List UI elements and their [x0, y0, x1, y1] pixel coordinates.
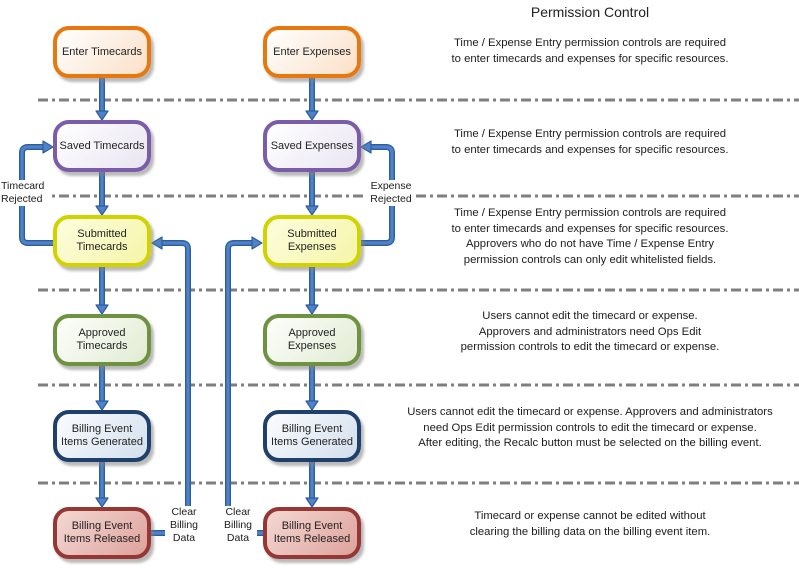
note-row-5: Users cannot edit the timecard or expens…: [407, 406, 773, 449]
edge-label-clear-billing-timecards: Clear Billing Data: [165, 506, 203, 545]
note-row-3: Time / Expense Entry permission controls…: [451, 207, 729, 266]
node-approved-expenses: Approved Expenses: [263, 314, 361, 366]
node-label: Billing Event Items Released: [273, 520, 351, 545]
edge-label-clear-billing-expenses: Clear Billing Data: [219, 506, 257, 545]
node-label: Billing Event Items Generated: [61, 423, 143, 448]
node-label: Submitted Timecards: [76, 228, 128, 253]
arrow-saved-to-submitted-expenses: [305, 169, 319, 216]
node-enter-timecards: Enter Timecards: [53, 26, 151, 78]
arrow-generated-to-released-expenses: [305, 459, 319, 508]
node-label: Approved Timecards: [76, 327, 128, 352]
arrow-enter-to-saved-timecards: [95, 75, 109, 121]
node-label: Submitted Expenses: [287, 228, 337, 253]
note-row-1: Time / Expense Entry permission controls…: [451, 37, 729, 65]
arrow-enter-to-saved-expenses: [305, 75, 319, 121]
node-enter-expenses: Enter Expenses: [263, 26, 361, 78]
node-billing-released-expenses: Billing Event Items Released: [263, 507, 361, 559]
node-label: Approved Expenses: [287, 327, 337, 352]
note-row-6: Timecard or expense cannot be edited wit…: [469, 510, 711, 538]
node-billing-released-timecards: Billing Event Items Released: [53, 507, 151, 559]
arrow-submitted-to-approved-expenses: [305, 264, 319, 315]
diagram-title: Permission Control: [530, 4, 650, 20]
arrow-saved-to-submitted-timecards: [95, 169, 109, 216]
node-label: Billing Event Items Generated: [271, 423, 353, 448]
arrow-approved-to-generated-timecards: [95, 363, 109, 411]
edge-label-timecard-rejected: Timecard Rejected: [1, 180, 51, 206]
arrow-submitted-to-approved-timecards: [95, 264, 109, 315]
node-saved-expenses: Saved Expenses: [263, 120, 361, 172]
node-approved-timecards: Approved Timecards: [53, 314, 151, 366]
node-label: Enter Timecards: [61, 45, 143, 58]
note-row-2: Time / Expense Entry permission controls…: [451, 128, 729, 156]
node-label: Saved Timecards: [59, 139, 145, 152]
edge-label-expense-rejected: Expense Rejected: [366, 180, 416, 206]
node-billing-generated-timecards: Billing Event Items Generated: [53, 410, 151, 462]
node-label: Saved Expenses: [270, 139, 354, 152]
node-billing-generated-expenses: Billing Event Items Generated: [263, 410, 361, 462]
node-label: Enter Expenses: [273, 45, 351, 58]
node-submitted-expenses: Submitted Expenses: [263, 215, 361, 267]
arrow-approved-to-generated-expenses: [305, 363, 319, 411]
arrow-generated-to-released-timecards: [95, 459, 109, 508]
note-row-4: Users cannot edit the timecard or expens…: [460, 310, 720, 353]
node-submitted-timecards: Submitted Timecards: [53, 215, 151, 267]
node-saved-timecards: Saved Timecards: [53, 120, 151, 172]
node-label: Billing Event Items Released: [63, 520, 141, 545]
